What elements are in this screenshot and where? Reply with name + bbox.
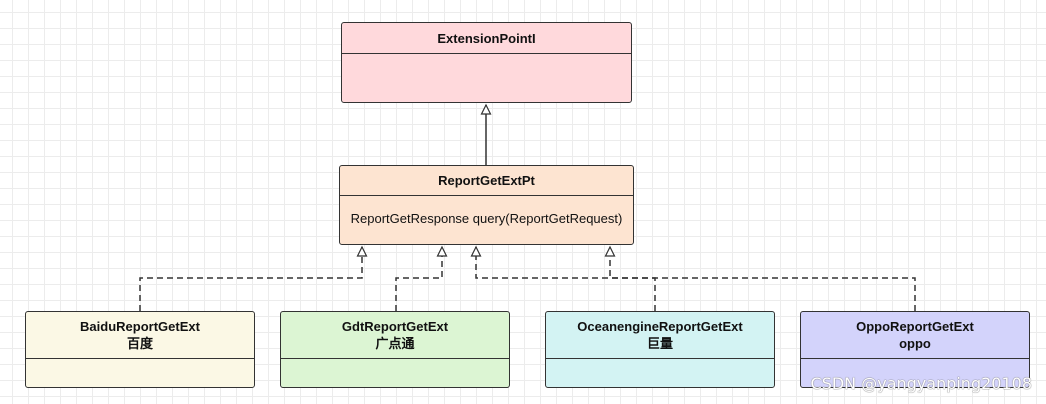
csdn-watermark: CSDN @yangyanping20108 <box>810 374 1032 393</box>
oppo-report-get-ext-class-header: OppoReportGetExt oppo <box>801 312 1029 359</box>
realization-connector-oppo <box>604 245 916 311</box>
oppo-report-get-ext-class-name: OppoReportGetExt <box>856 319 974 334</box>
gdt-report-get-ext-class-header: GdtReportGetExt 广点通 <box>281 312 509 359</box>
realization-connector-oceanengine <box>470 245 656 311</box>
report-get-ext-pt-class-body: ReportGetResponse query(ReportGetRequest… <box>340 196 633 226</box>
report-get-ext-pt-class[interactable]: ReportGetExtPt ReportGetResponse query(R… <box>339 165 634 245</box>
oceanengine-report-get-ext-class-label: 巨量 <box>646 336 673 351</box>
oceanengine-report-get-ext-class[interactable]: OceanengineReportGetExt 巨量 <box>545 311 775 388</box>
oppo-report-get-ext-class[interactable]: OppoReportGetExt oppo <box>800 311 1030 388</box>
baidu-report-get-ext-class[interactable]: BaiduReportGetExt 百度 <box>25 311 255 388</box>
oppo-report-get-ext-class-label: oppo <box>899 336 931 351</box>
gdt-report-get-ext-class-name: GdtReportGetExt <box>341 319 449 334</box>
report-get-ext-pt-method: ReportGetResponse query(ReportGetRequest… <box>350 211 623 226</box>
extension-point-class-header: ExtensionPointI <box>342 23 631 54</box>
oceanengine-report-get-ext-class-name: OceanengineReportGetExt <box>577 319 743 334</box>
realization-connector-baidu <box>139 245 368 311</box>
baidu-report-get-ext-class-label: 百度 <box>126 336 153 351</box>
gdt-report-get-ext-class-label: 广点通 <box>375 336 415 351</box>
realization-connector-gdt <box>395 245 448 311</box>
extension-point-class[interactable]: ExtensionPointI <box>341 22 632 103</box>
report-get-ext-pt-class-name: ReportGetExtPt <box>438 173 535 188</box>
gdt-report-get-ext-class[interactable]: GdtReportGetExt 广点通 <box>280 311 510 388</box>
extension-point-class-name: ExtensionPointI <box>437 31 536 46</box>
baidu-report-get-ext-class-header: BaiduReportGetExt 百度 <box>26 312 254 359</box>
oceanengine-report-get-ext-class-header: OceanengineReportGetExt 巨量 <box>546 312 774 359</box>
report-get-ext-pt-class-header: ReportGetExtPt <box>340 166 633 196</box>
baidu-report-get-ext-class-name: BaiduReportGetExt <box>80 319 200 334</box>
